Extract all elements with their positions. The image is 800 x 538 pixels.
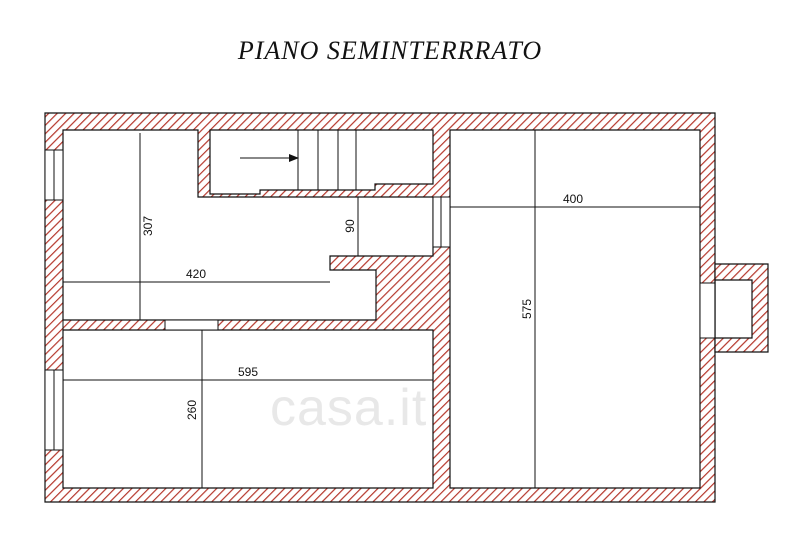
dim-595: 595	[238, 365, 258, 379]
dim-307: 307	[141, 216, 155, 236]
dim-575: 575	[520, 299, 534, 319]
plan-title: PIANO SEMINTERRRATO	[237, 36, 543, 65]
door-right-wall	[699, 282, 716, 339]
opening-lower-divider	[164, 319, 219, 331]
watermark-logo: casa.it	[270, 379, 428, 437]
walls	[44, 112, 716, 503]
side-annex	[714, 263, 769, 353]
dim-260: 260	[185, 400, 199, 420]
dim-400: 400	[563, 192, 583, 206]
dim-420: 420	[186, 267, 206, 281]
dimension-lines	[63, 130, 700, 488]
dim-90: 90	[343, 219, 357, 233]
staircase	[297, 130, 357, 190]
